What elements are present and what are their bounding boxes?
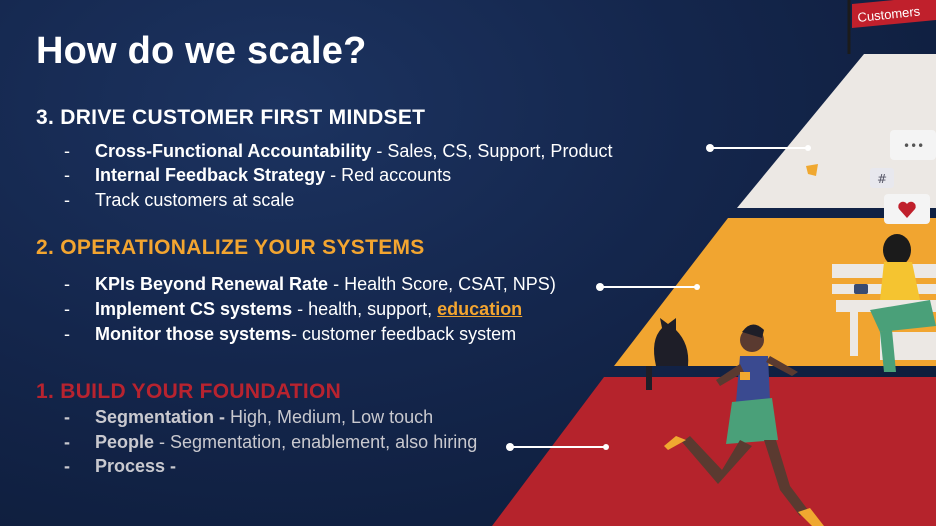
bullet-text: - Health Score, CSAT, NPS) xyxy=(328,274,556,294)
list-item: - Cross-Functional Accountability - Sales… xyxy=(64,141,612,162)
pyramid-bottom-tier xyxy=(492,377,936,526)
bullet-dash: - xyxy=(64,324,70,344)
education-link[interactable]: education xyxy=(437,299,523,319)
bullet-dash: - xyxy=(64,432,70,452)
running-woman-illustration xyxy=(664,324,824,526)
svg-text:#: # xyxy=(877,172,887,186)
bullet-text: - customer feedback system xyxy=(291,324,517,344)
bullet-dash: - xyxy=(64,456,70,476)
sparkle-icon xyxy=(806,164,818,176)
connector-top xyxy=(706,144,811,152)
bullet-dash: - xyxy=(64,190,70,210)
list-item: - People - Segmentation, enablement, also… xyxy=(64,432,477,453)
list-item: - Process - xyxy=(64,456,176,477)
chat-bubble-dots-icon: ••• xyxy=(890,130,936,160)
bullet-text: - Segmentation, enablement, also hiring xyxy=(154,432,478,452)
bullet-bold-text: Implement CS systems xyxy=(95,299,293,319)
hashtag-bubble-icon: # xyxy=(870,168,894,188)
bullet-dash: - xyxy=(64,165,70,185)
bullet-dash: - xyxy=(64,299,70,319)
connector-bottom xyxy=(506,443,609,451)
bullet-bold-text: Internal Feedback Strategy xyxy=(95,165,326,185)
bullet-text: High, Medium, Low touch xyxy=(230,407,434,427)
bullet-dash: - xyxy=(64,141,70,161)
sitting-person-illustration xyxy=(854,234,936,372)
list-item: - Segmentation - High, Medium, Low touch xyxy=(64,407,433,428)
svg-text:•••: ••• xyxy=(903,139,924,153)
bullet-bold-text: KPIs Beyond Renewal Rate xyxy=(95,274,329,294)
bullet-text: - health, support, xyxy=(292,299,438,319)
list-item: - Monitor those systems- customer feedbac… xyxy=(64,324,516,345)
bullet-bold-text: Segmentation - xyxy=(95,407,231,427)
bullet-bold-text: People xyxy=(95,432,155,452)
bullet-bold-text: Monitor those systems xyxy=(95,324,292,344)
bullet-bold-text: Cross-Functional Accountability xyxy=(95,141,372,161)
bullet-bold-text: Process - xyxy=(95,456,177,476)
section-heading-customer-first: 3. DRIVE CUSTOMER FIRST MINDSET xyxy=(36,106,426,129)
section-heading-foundation: 1. BUILD YOUR FOUNDATION xyxy=(36,380,342,403)
bullet-text: - Sales, CS, Support, Product xyxy=(371,141,613,161)
slide-title: How do we scale? xyxy=(36,30,367,72)
flag-label: Customers xyxy=(857,3,922,25)
list-item: - Internal Feedback Strategy - Red accoun… xyxy=(64,165,451,186)
list-item: - Track customers at scale xyxy=(64,190,294,211)
connector-middle xyxy=(596,283,700,291)
cat-illustration xyxy=(646,318,689,390)
bullet-dash: - xyxy=(64,407,70,427)
bullet-text: Track customers at scale xyxy=(95,190,295,210)
customers-flag: Customers xyxy=(852,0,936,28)
section-heading-operationalize: 2. OPERATIONALIZE YOUR SYSTEMS xyxy=(36,236,425,259)
list-item: - KPIs Beyond Renewal Rate - Health Score… xyxy=(64,274,556,295)
list-item: - Implement CS systems - health, support,… xyxy=(64,299,522,320)
heart-bubble-icon xyxy=(884,194,930,224)
bullet-dash: - xyxy=(64,274,70,294)
bullet-text: - Red accounts xyxy=(325,165,452,185)
